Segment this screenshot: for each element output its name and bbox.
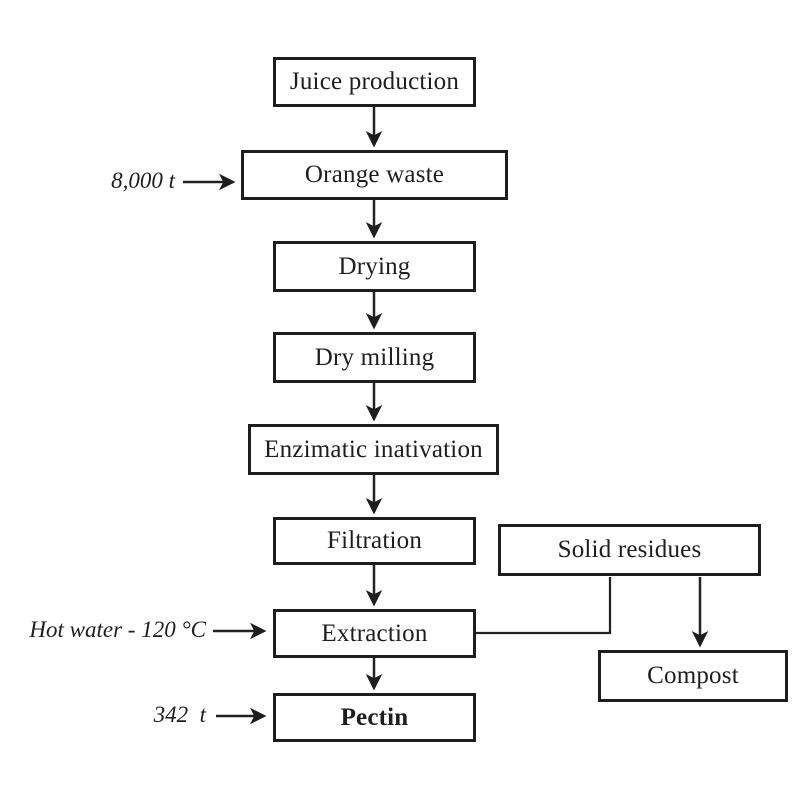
node-extraction-label: Extraction <box>321 619 428 647</box>
node-filtration: Filtration <box>273 517 476 565</box>
node-pectin-label: Pectin <box>340 703 409 731</box>
node-drying-label: Drying <box>338 252 411 280</box>
node-dry-milling: Dry milling <box>273 332 476 383</box>
node-extraction: Extraction <box>273 609 476 658</box>
node-orange-waste-label: Orange waste <box>304 161 445 188</box>
node-juice-production: Juice production <box>273 57 476 107</box>
node-enzimatic-inativation: Enzimatic inativation <box>248 424 499 475</box>
node-solid-residues: Solid residues <box>498 524 761 576</box>
annotation-pectin-output: 342 t <box>153 702 206 727</box>
node-filtration-label: Filtration <box>326 527 423 554</box>
node-dry-milling-label: Dry milling <box>314 343 435 371</box>
annotation-extraction-input: Hot water - 120 °C <box>29 617 206 642</box>
annotation-orange-waste-input: 8,000 t <box>111 168 175 193</box>
node-pectin: Pectin <box>273 693 476 742</box>
node-compost-label: Compost <box>647 662 739 689</box>
node-enzimatic-inativation-label: Enzimatic inativation <box>264 435 483 463</box>
node-drying: Drying <box>273 241 476 292</box>
node-solid-residues-label: Solid residues <box>557 536 702 563</box>
node-compost: Compost <box>598 650 788 702</box>
line-extraction-to-solid-residues <box>476 577 612 635</box>
node-juice-production-label: Juice production <box>289 68 460 95</box>
node-orange-waste: Orange waste <box>241 150 508 200</box>
